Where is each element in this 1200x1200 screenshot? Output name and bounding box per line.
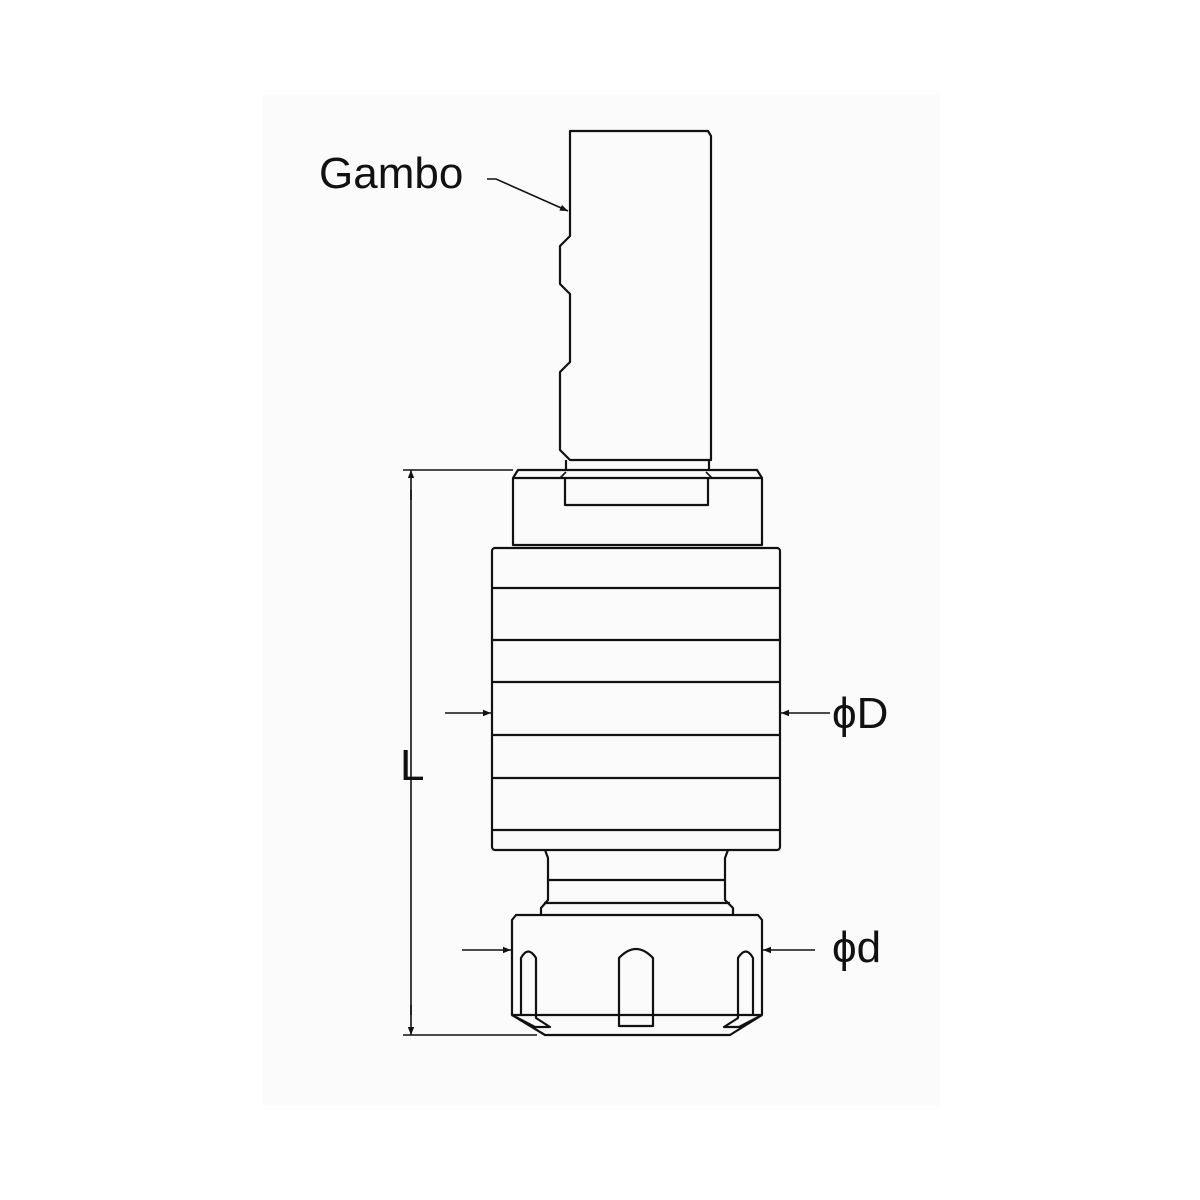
shank-label: Gambo [319, 149, 463, 198]
length-label: L [400, 741, 424, 790]
drawing-background [262, 95, 940, 1105]
collet-diameter-label: ϕd [832, 923, 881, 972]
ringed-body [490, 546, 782, 852]
body-diameter-label: ϕD [832, 689, 888, 738]
collet-nut [510, 913, 764, 1037]
shank [558, 129, 713, 470]
neck [539, 849, 735, 915]
upper-collar [511, 468, 764, 547]
length-dimension [403, 469, 537, 1036]
shank-leader-arrow [487, 178, 569, 212]
